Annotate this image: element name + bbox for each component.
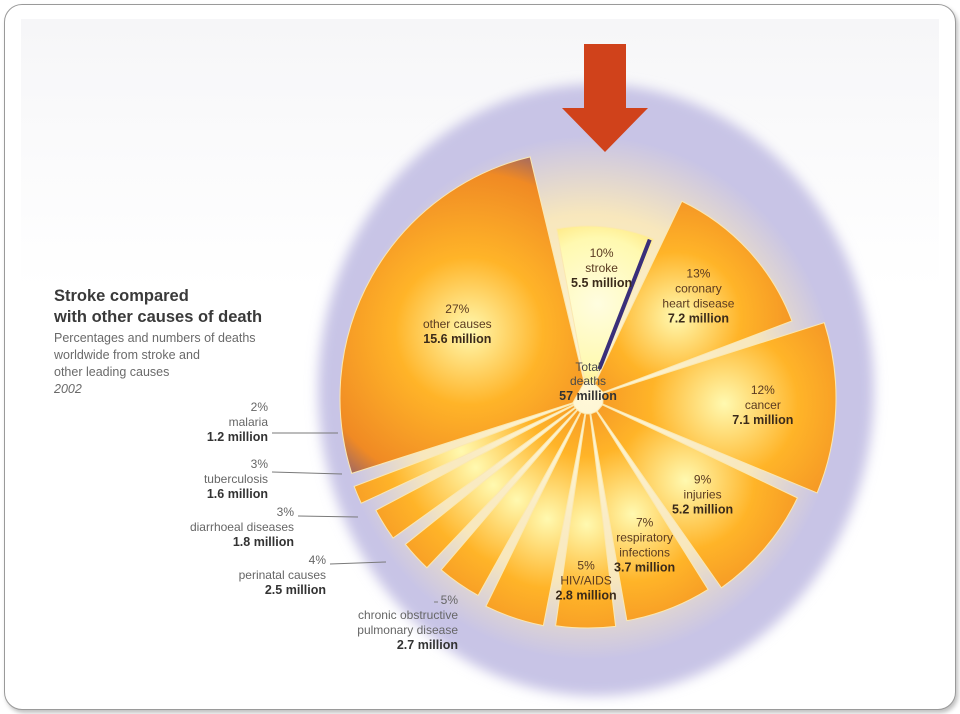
slice-value-text: 1.8 million [233,535,294,549]
slice-injuries [596,404,799,589]
slice-coronary-heart-disease [594,200,793,393]
slice-label-text: HIV/AIDS [560,573,611,587]
slice-label-text: stroke [585,261,618,275]
slice-value-text: 1.2 million [207,430,268,444]
slice-percent-text: 10% [590,246,614,260]
slice-percent-text: 4% [309,553,327,567]
slice-label-text: heart disease [662,296,734,310]
slice-percent-text: 3% [277,505,295,519]
slice-perinatal-causes [440,409,581,597]
slice-value-text: 5.5 million [571,276,632,290]
center-label-text: deaths [570,374,606,388]
center-label-text: Total [575,360,600,374]
slice-percent-text: 13% [686,266,710,280]
leader-line-perinatal-causes [329,561,387,565]
center-value-text: 57 million [559,389,617,403]
pie-slices [339,156,837,629]
slice-label-text: infections [619,546,670,560]
slice-percent-text: 2% [251,400,269,414]
slice-label-text: coronary [675,281,722,295]
slice-value-text: 2.7 million [397,638,458,652]
slice-percent-text: 12% [751,383,775,397]
slice-value-text: 5.2 million [672,502,733,516]
slice-value-text: 3.7 million [614,561,675,575]
slice-tuberculosis [375,404,576,539]
slice-label-text: other causes [423,317,492,331]
chart-title-block: Stroke compared with other causes of dea… [54,286,304,398]
slice-value-text: 2.5 million [265,583,326,597]
slice-value-text: 7.1 million [732,413,793,427]
slice-percent-text: 3% [251,457,269,471]
slice-label-text: cancer [745,398,781,412]
stroke-arrow [562,44,648,152]
slice-stroke [556,225,655,384]
slice-value-text: 2.8 million [556,588,617,602]
slice-other-causes [339,156,585,475]
slice-cancer [602,321,837,494]
stroke-slice-edge [597,238,652,370]
slice-chronic-obstructive-pulmonary-disease [485,411,586,627]
slice-value-text: 7.2 million [668,311,729,325]
slice-label-text: injuries [684,487,722,501]
slice-label-text: diarrhoeal diseases [190,520,294,534]
slice-percent-text: 27% [445,302,469,316]
slice-hiv-aids [555,413,617,629]
slice-percent-text: 5% [441,593,459,607]
slice-value-text: 1.6 million [207,487,268,501]
slice-respiratory-infections [590,410,709,622]
slice-label-text: chronic obstructive [358,608,458,622]
slice-label-text: malaria [229,415,269,429]
slice-percent-text: 9% [694,472,712,486]
slice-label-text: respiratory [616,531,673,545]
chart-year: 2002 [54,382,82,396]
leader-line-tuberculosis [271,471,343,475]
chart-subtitle: Percentages and numbers of deaths worldw… [54,331,256,379]
down-arrow-icon [562,44,648,152]
slice-diarrhoeal-diseases [404,407,578,569]
slice-label-text: perinatal causes [239,568,326,582]
leader-line-diarrhoeal-diseases [297,515,359,518]
slice-value-text: 15.6 million [423,332,491,346]
slice-percent-text: 5% [577,558,595,572]
slice-malaria [353,403,575,504]
slice-percent-text: 7% [636,516,654,530]
slice-label-text: pulmonary disease [357,623,458,637]
chart-title: Stroke compared with other causes of dea… [54,287,263,326]
slice-label-text: tuberculosis [204,472,268,486]
